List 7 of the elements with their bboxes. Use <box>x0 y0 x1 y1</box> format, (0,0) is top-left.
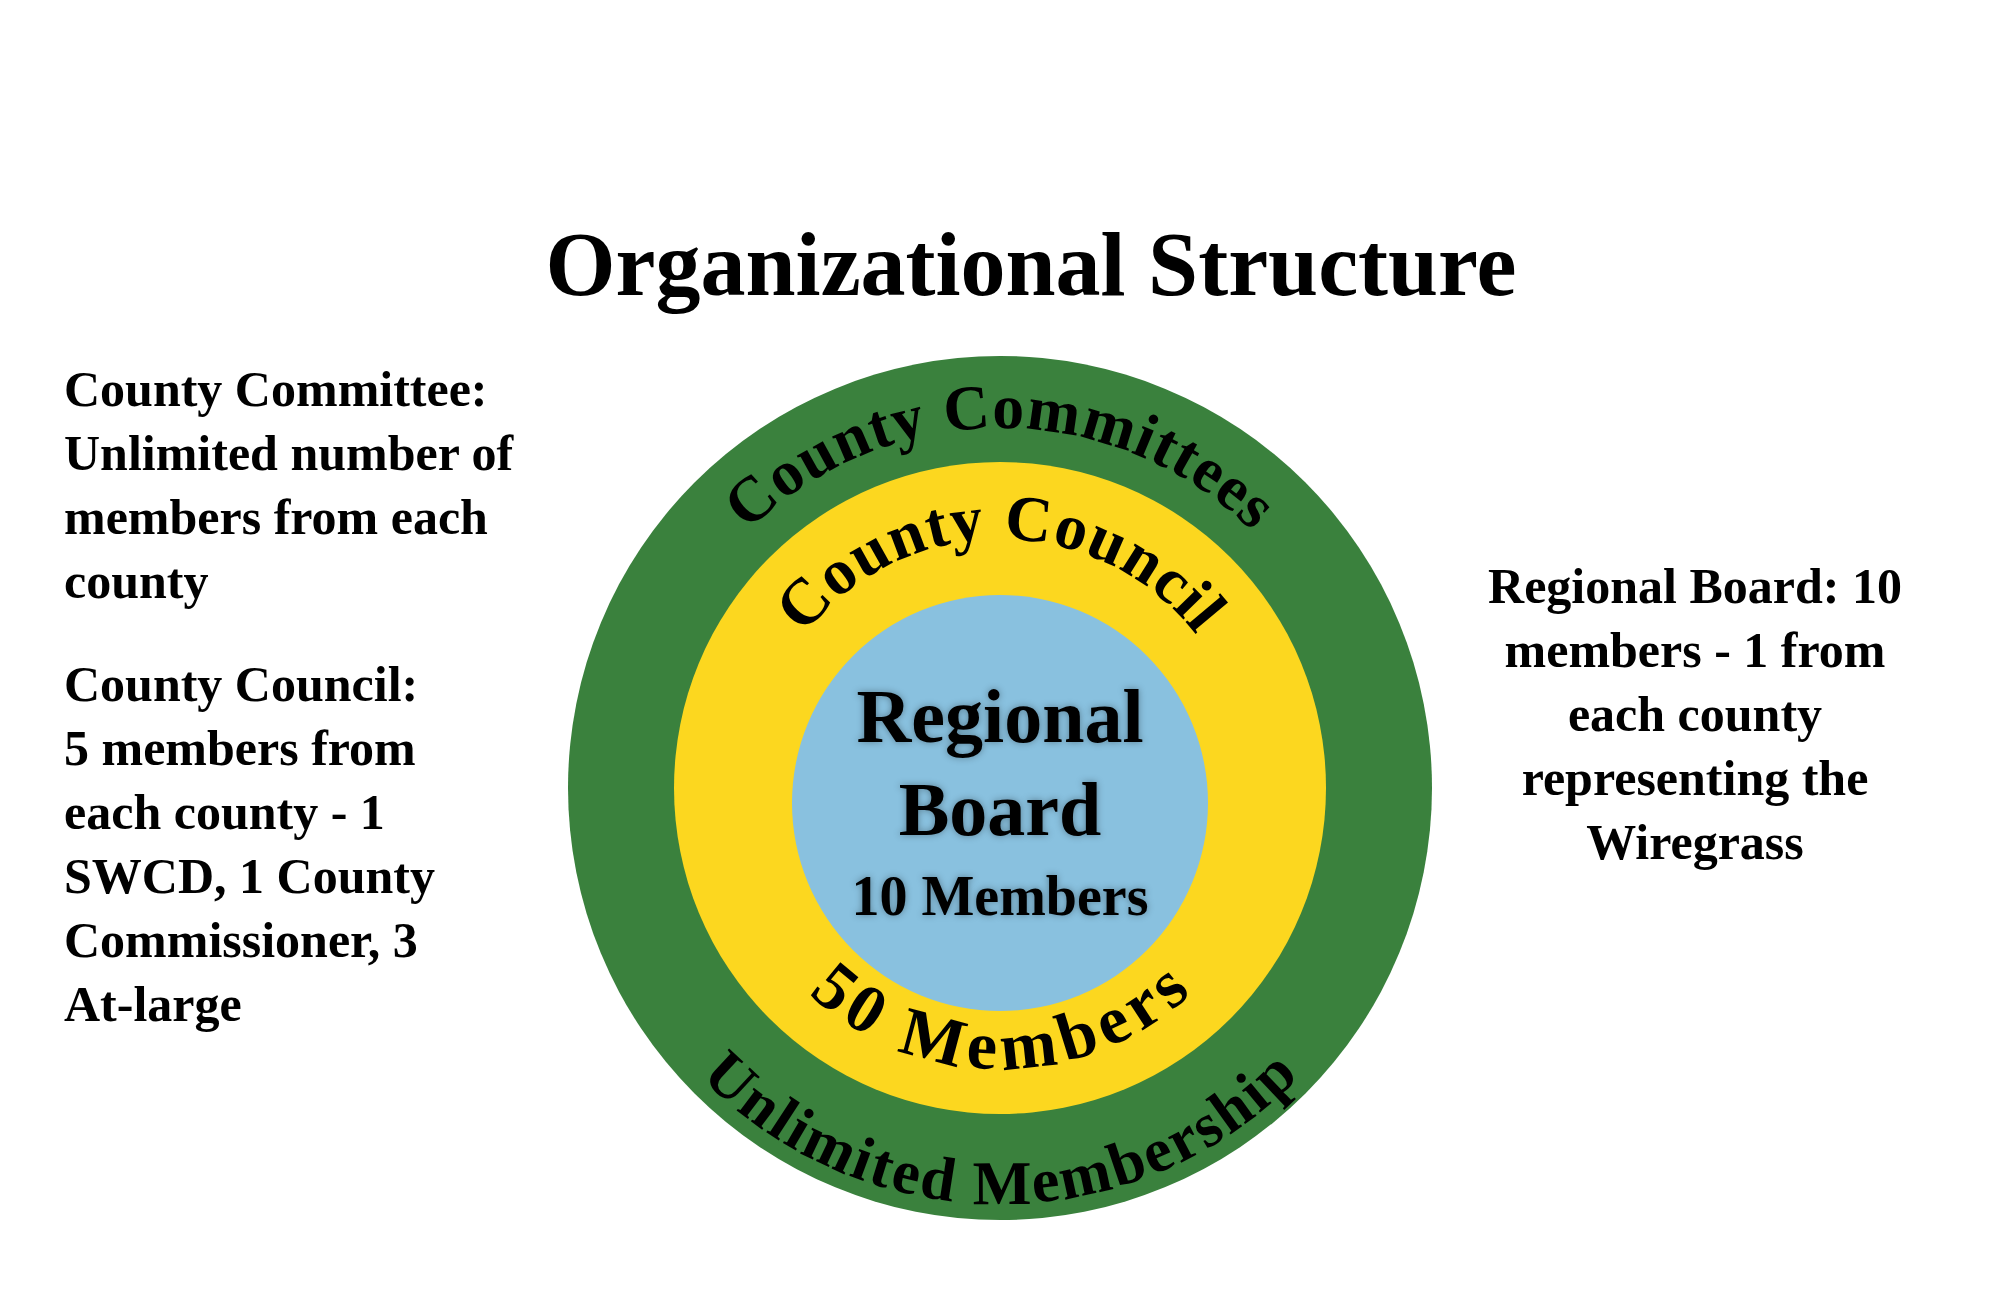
description-text: Regional Board: 10 members - 1 from each county representing the Wiregrass <box>1487 557 1903 872</box>
page-title: Organizational Structure <box>545 215 1517 315</box>
description-text: County Council: 5 members from each county - 1 SWCD, 1 County Commissioner, 3 At-large <box>64 655 436 1034</box>
description-text: County Committee: Unlimited number of members from each county <box>64 360 515 611</box>
circle-title: Regional Board <box>855 673 1145 853</box>
member-count: 10 Members <box>850 864 1150 928</box>
outer-circle <box>568 356 1432 1220</box>
